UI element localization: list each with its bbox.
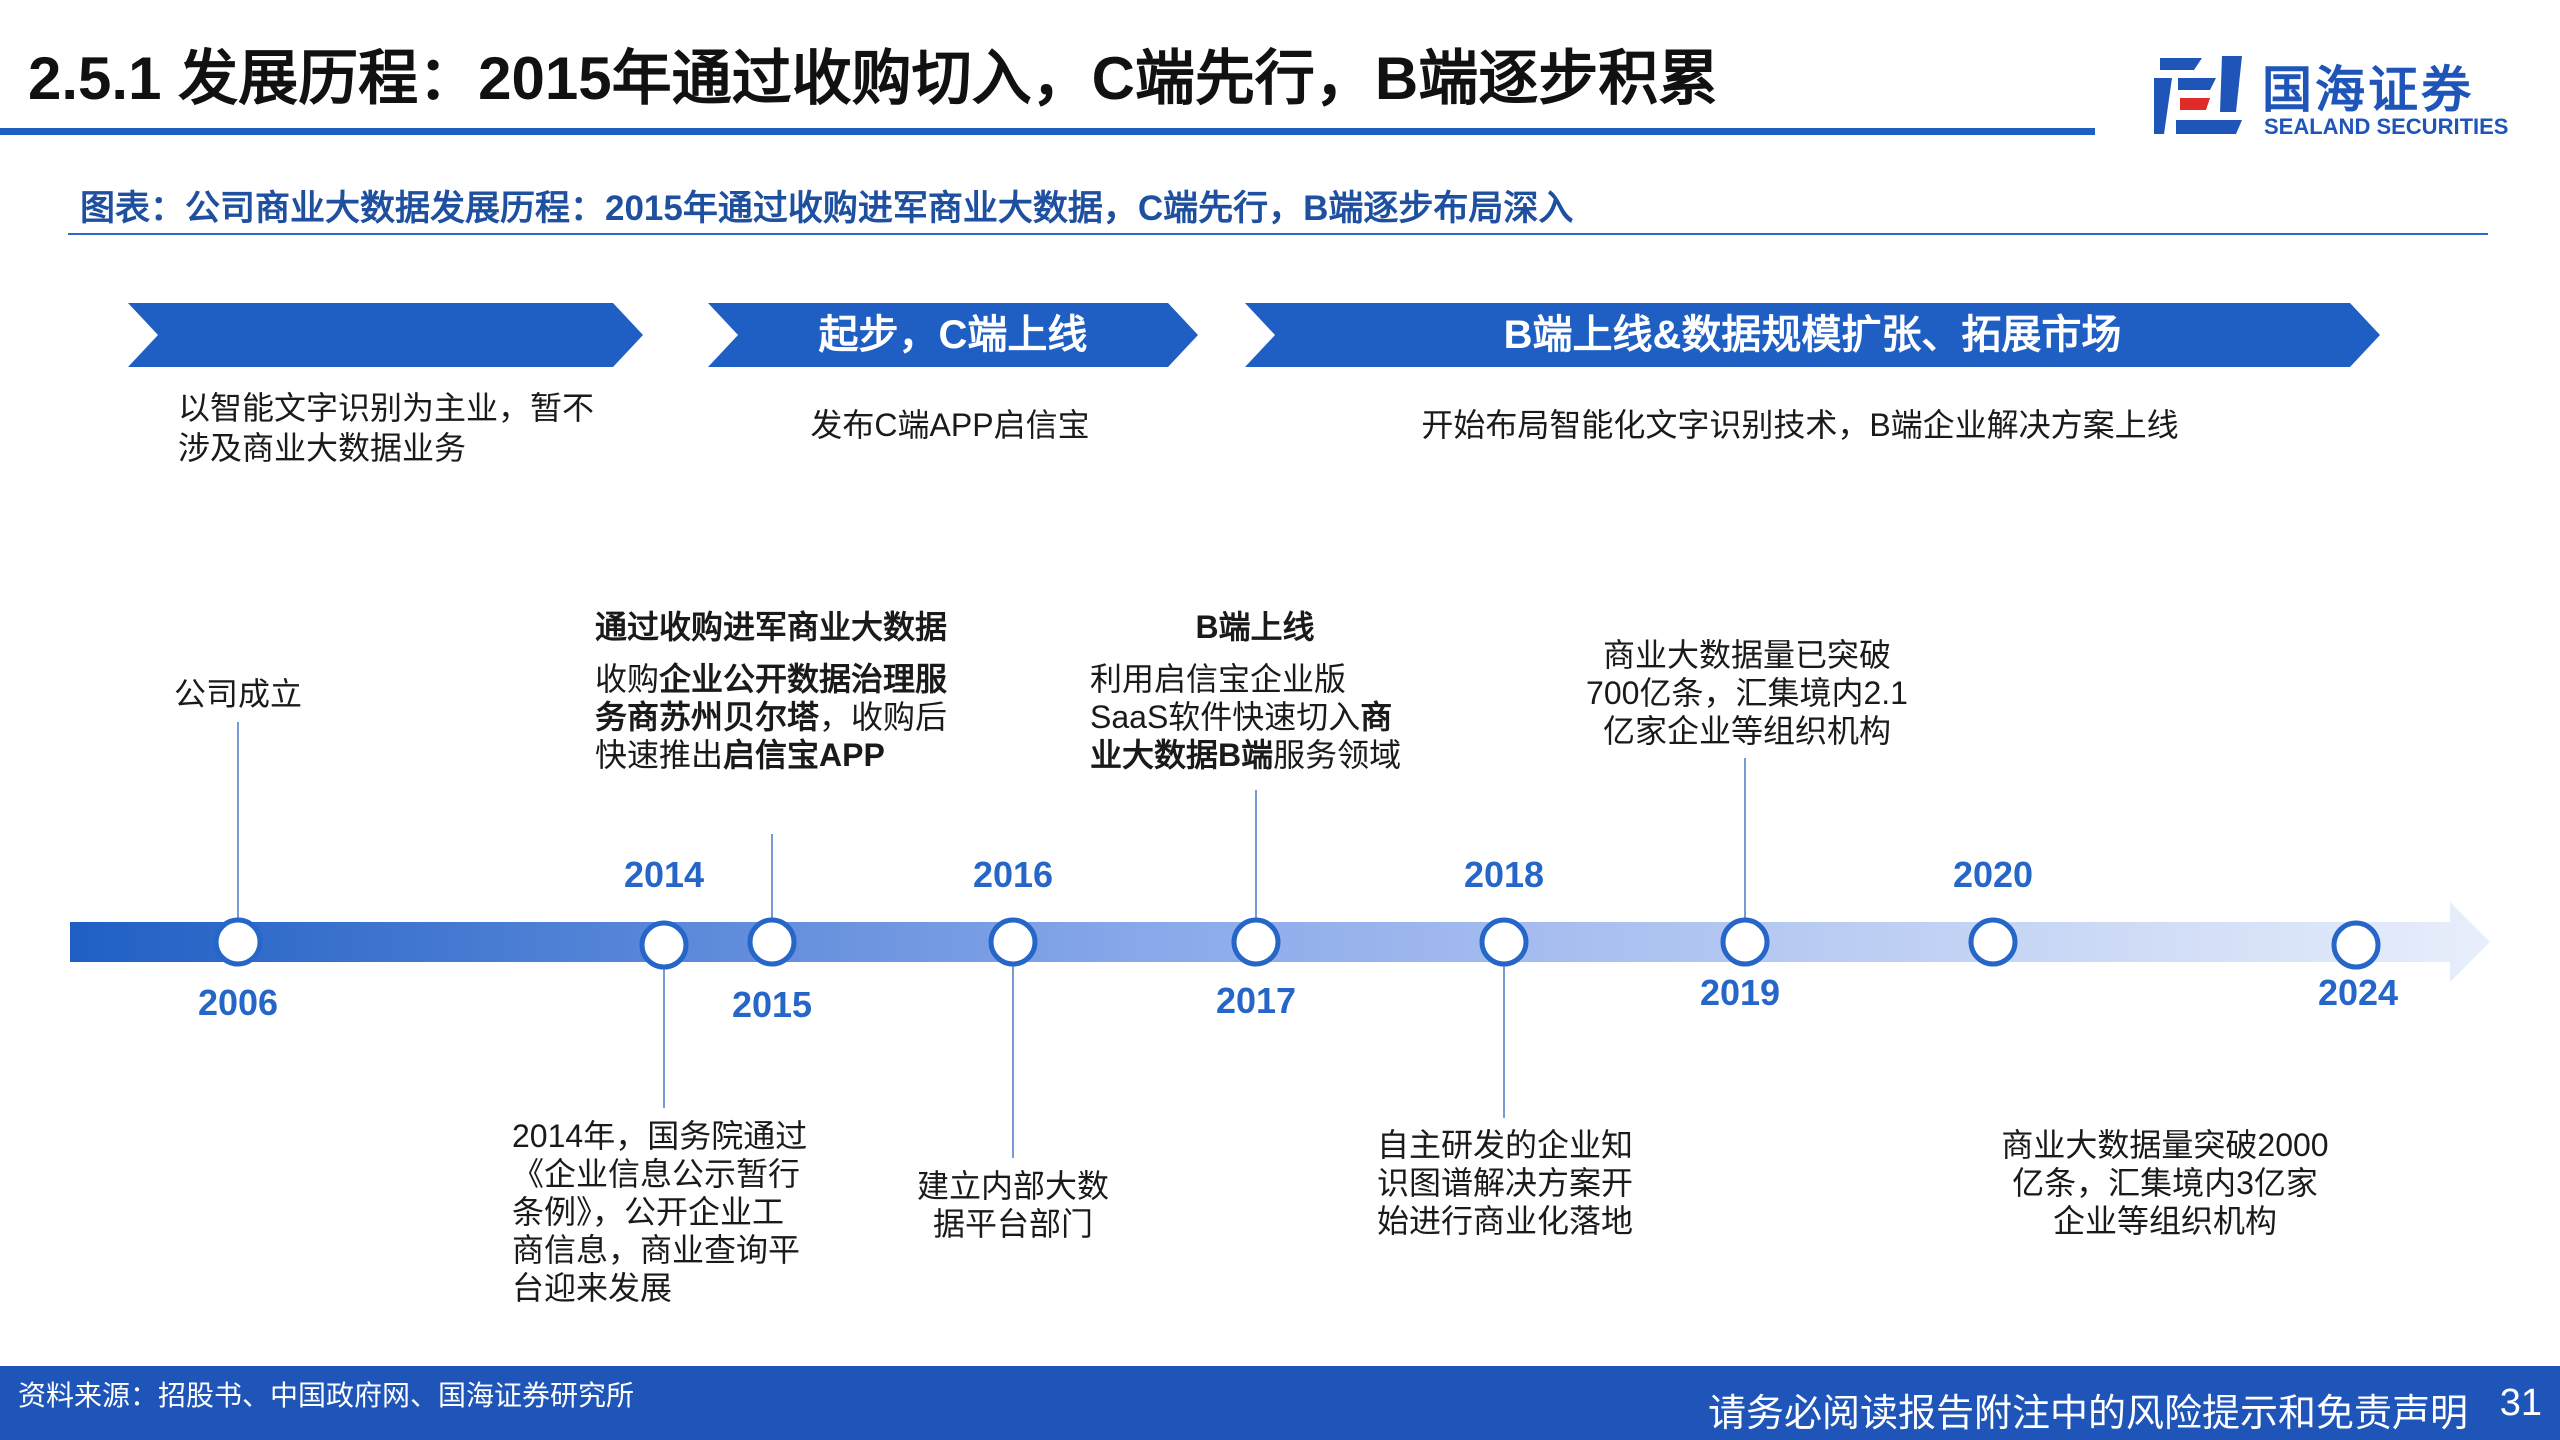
year-label-2018: 2018	[1463, 854, 1545, 895]
node-2024	[2331, 920, 2381, 970]
phase-label-2: 起步，C端上线	[818, 313, 1088, 357]
sealand-logo-icon	[2154, 56, 2242, 134]
node-2019	[1720, 917, 1770, 967]
event-2015-heading: 通过收购进军商业大数据	[595, 609, 948, 645]
node-2017	[1231, 917, 1281, 967]
event-2017-body: 利用启信宝企业版SaaS软件快速切入商业大数据B端服务领域	[1090, 660, 1420, 774]
node-2006	[213, 917, 263, 967]
event-2015: 通过收购进军商业大数据 收购企业公开数据治理服务商苏州贝尔塔，收购后快速推出启信…	[595, 608, 965, 774]
phase-desc-2: 发布C端APP启信宝	[810, 407, 1090, 443]
phase-label-3: B端上线&数据规模扩张、拓展市场	[1503, 313, 2122, 357]
event-2017-text-2: 服务领域	[1273, 737, 1402, 773]
logo-text-en: SEALAND SECURITIES	[2264, 114, 2509, 139]
figure-caption: 图表：公司商业大数据发展历程：2015年通过收购进军商业大数据，C端先行，B端逐…	[80, 189, 1574, 228]
phase-label-1	[128, 303, 643, 367]
footer-bar: 资料来源：招股书、中国政府网、国海证券研究所 请务必阅读报告附注中的风险提示和免…	[0, 1366, 2560, 1440]
year-label-2019: 2019	[1699, 972, 1781, 1013]
phase-banner-2: 起步，C端上线	[708, 303, 1198, 367]
event-2017-text-1: 利用启信宝企业版SaaS软件快速切入	[1090, 661, 1361, 735]
phase-banner-1	[128, 303, 643, 367]
node-2014	[639, 920, 689, 970]
year-label-2024: 2024	[2317, 972, 2399, 1013]
node-2020	[1968, 917, 2018, 967]
event-2017-heading: B端上线	[1195, 609, 1315, 645]
phase-desc-3: 开始布局智能化文字识别技术，B端企业解决方案上线	[1421, 407, 2179, 443]
event-2015-text-1: 收购	[595, 661, 660, 697]
event-2015-bold-1: 企业公开数据治理服务商苏州贝尔塔	[595, 661, 948, 735]
event-2006: 公司成立	[174, 676, 303, 712]
sealand-logo: 国海证券 SEALAND SECURITIES	[2150, 48, 2510, 148]
year-label-2006: 2006	[197, 982, 279, 1023]
phase-arrow-shape-2	[708, 303, 1198, 367]
slide-title: 2.5.1 发展历程：2015年通过收购切入，C端先行，B端逐步积累	[28, 45, 1719, 112]
title-divider	[0, 128, 2095, 135]
event-2016: 建立内部大数据平台部门	[916, 1168, 1109, 1242]
year-label-2017: 2017	[1215, 980, 1297, 1021]
node-2016	[988, 917, 1038, 967]
disclaimer-link[interactable]: 请务必阅读报告附注中的风险提示和免责声明	[1707, 1393, 2468, 1435]
phase-desc-1: 以智能文字识别为主业，暂不涉及商业大数据业务	[178, 390, 595, 466]
event-2017-bold-1: 商业大数据B端	[1090, 699, 1393, 773]
event-2024: 商业大数据量突破2000亿条，汇集境内3亿家企业等组织机构	[2001, 1127, 2329, 1239]
phase-banner-3: B端上线&数据规模扩张、拓展市场	[1245, 303, 2380, 367]
event-2015-bold-2: 启信宝APP	[723, 737, 885, 773]
timeline-arrow	[70, 902, 2490, 982]
page-number: 31	[2499, 1382, 2542, 1424]
year-label-2014: 2014	[623, 854, 705, 895]
event-2017: B端上线 利用启信宝企业版SaaS软件快速切入商业大数据B端服务领域	[1090, 608, 1420, 774]
year-label-2020: 2020	[1952, 854, 2034, 895]
node-2018	[1479, 917, 1529, 967]
event-2014: 2014年，国务院通过《企业信息公示暂行条例》，公开企业工商信息，商业查询平台迎…	[512, 1118, 808, 1306]
phase-arrow-shape-3	[1245, 303, 2380, 367]
event-2019: 商业大数据量已突破700亿条，汇集境内2.1亿家企业等组织机构	[1586, 637, 1908, 749]
event-2015-body: 收购企业公开数据治理服务商苏州贝尔塔，收购后快速推出启信宝APP	[595, 660, 965, 774]
event-2015-text-2: ，收购后快速推出	[595, 699, 948, 773]
caption-divider	[68, 233, 2488, 235]
node-2015	[747, 917, 797, 967]
year-label-2015: 2015	[731, 984, 813, 1025]
logo-text-cn: 国海证券	[2262, 62, 2474, 118]
year-label-2016: 2016	[972, 854, 1054, 895]
source-note: 资料来源：招股书、中国政府网、国海证券研究所	[18, 1380, 635, 1411]
event-2018: 自主研发的企业知识图谱解决方案开始进行商业化落地	[1376, 1127, 1633, 1239]
phase-arrow-shape-1	[128, 303, 643, 367]
